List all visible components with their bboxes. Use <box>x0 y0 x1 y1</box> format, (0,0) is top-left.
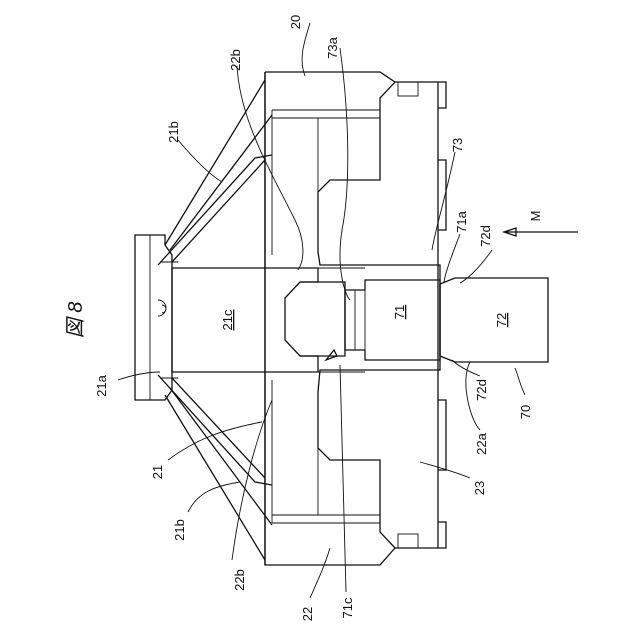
cap-21a <box>135 235 172 400</box>
label-23: 23 <box>472 481 487 495</box>
label-21: 21 <box>150 465 165 479</box>
label-71c: 71c <box>340 597 355 618</box>
label-22: 22 <box>300 607 315 621</box>
label-72d-top: 72d <box>478 225 493 247</box>
label-21c: 21c <box>220 309 235 330</box>
label-21b-bottom: 21b <box>172 519 187 541</box>
label-22b-bottom: 22b <box>232 569 247 591</box>
label-21a: 21a <box>94 374 109 396</box>
label-22b-top: 22b <box>228 49 243 71</box>
label-20: 20 <box>288 15 303 29</box>
label-71: 71 <box>392 305 407 319</box>
label-21b-top: 21b <box>166 121 181 143</box>
figure-title: 図 8 <box>65 302 87 339</box>
housing-hatched-section <box>318 82 440 548</box>
gasket-upper-rib <box>165 80 265 245</box>
label-22a: 22a <box>474 432 489 454</box>
label-m: M <box>528 211 543 222</box>
label-70: 70 <box>518 405 533 419</box>
label-72d-bottom: 72d <box>474 379 489 401</box>
label-72: 72 <box>494 313 509 327</box>
label-73a: 73a <box>325 36 340 58</box>
label-73: 73 <box>450 138 465 152</box>
core-21c <box>172 268 318 372</box>
label-71a: 71a <box>454 210 469 232</box>
